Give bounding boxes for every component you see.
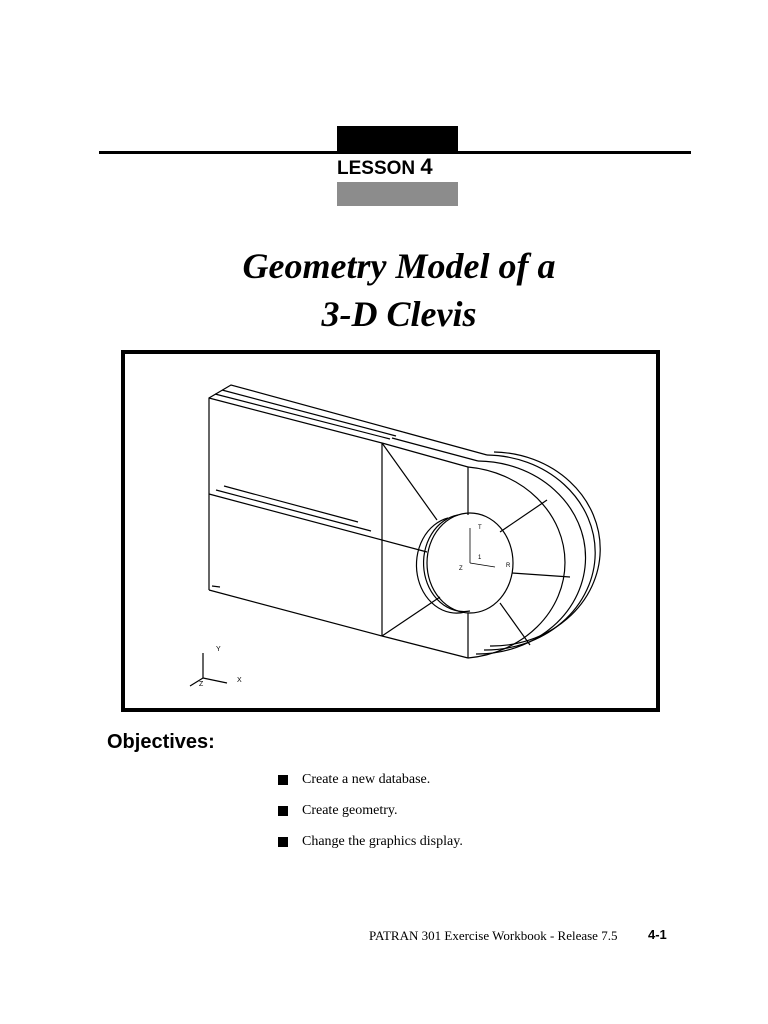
marker-z: Z (459, 566, 463, 572)
bullet-square-icon (278, 806, 288, 816)
objective-text: Create geometry. (302, 803, 398, 818)
title-line-2: 3-D Clevis (321, 294, 477, 334)
axis-label-z: Z (199, 681, 204, 688)
footer-text: PATRAN 301 Exercise Workbook - Release 7… (369, 928, 618, 943)
objective-item: Change the graphics display. (278, 834, 463, 850)
lesson-number: 4 (420, 154, 433, 179)
header-rule (99, 151, 691, 154)
bullet-square-icon (278, 775, 288, 785)
page-number: 4-1 (648, 927, 667, 942)
marker-1: 1 (478, 555, 482, 561)
objective-item: Create geometry. (278, 803, 398, 819)
marker-t: T (478, 525, 482, 531)
objective-item: Create a new database. (278, 772, 430, 788)
objective-text: Change the graphics display. (302, 834, 463, 849)
objective-text: Create a new database. (302, 772, 431, 787)
bullet-square-icon (278, 837, 288, 847)
clevis-figure: Y X Z T 1 R Z (121, 350, 660, 712)
lesson-gray-bar (337, 182, 458, 206)
lesson-header-bar (337, 126, 458, 152)
title-line-1: Geometry Model of a (242, 246, 556, 286)
page-title: Geometry Model of a 3-D Clevis (0, 242, 768, 338)
axis-label-y: Y (216, 646, 221, 653)
lesson-label: LESSON 4 (337, 154, 462, 182)
axis-label-x: X (237, 677, 242, 684)
lesson-word: LESSON (337, 158, 416, 179)
marker-r: R (506, 563, 511, 569)
clevis-wireframe: Y X Z T 1 R Z (189, 384, 601, 688)
objectives-heading: Objectives: (107, 731, 215, 753)
